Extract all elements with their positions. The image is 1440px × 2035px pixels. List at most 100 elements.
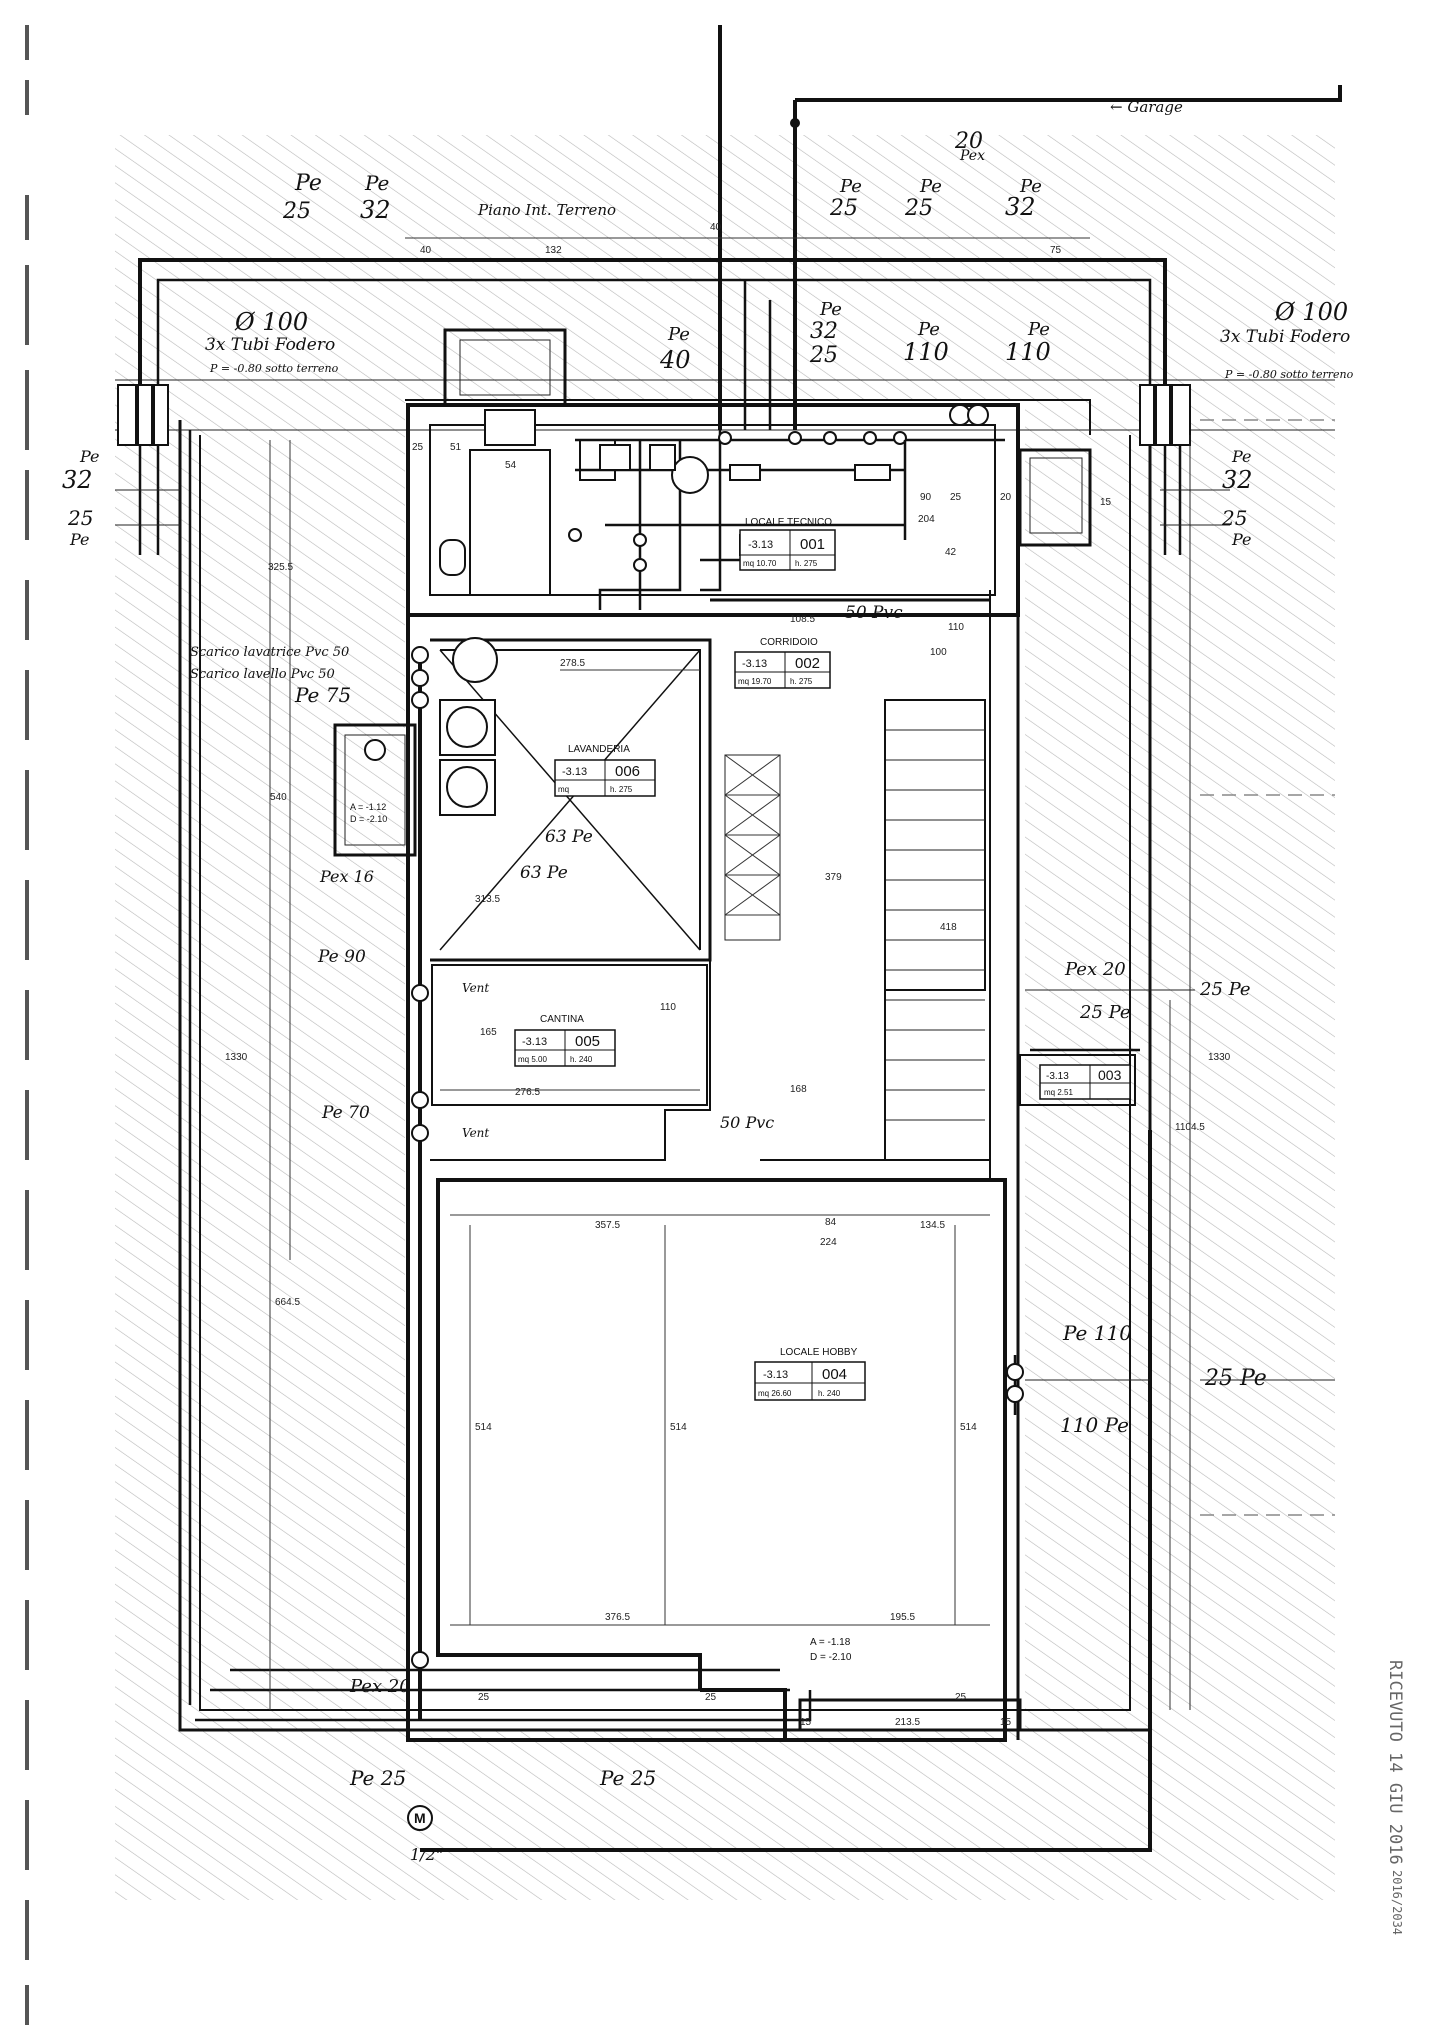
svg-text:108.5: 108.5 (790, 614, 815, 625)
pipe-label-63: 63 Pe (520, 863, 568, 883)
room-tag-technical: LOCALE TECNICO -3.13 001 mq 10.70 h. 275 (739, 517, 836, 571)
svg-text:mq 26.60: mq 26.60 (758, 1389, 792, 1398)
pipe-label-pvc-50: 50 Pvc (720, 1113, 774, 1132)
svg-text:CANTINA: CANTINA (540, 1014, 584, 1025)
pipe-label-32: 32 (810, 319, 838, 344)
pipe-label-pe-70: Pe 70 (321, 1103, 370, 1123)
sleeve-diameter-right: Ø 100 (1274, 298, 1348, 326)
svg-text:25: 25 (412, 442, 424, 453)
svg-text:664.5: 664.5 (275, 1297, 300, 1308)
pipe-label-pe-25: 25 Pe (1204, 1366, 1267, 1391)
svg-text:325.5: 325.5 (268, 562, 293, 573)
svg-text:110: 110 (948, 622, 964, 633)
svg-text:h. 240: h. 240 (570, 1055, 593, 1064)
pipe-label-25: 25 (282, 199, 311, 224)
vent-label: Vent (462, 981, 489, 995)
room-tag-corridor: CORRIDOIO -3.13 002 mq 19.70 h. 275 (734, 637, 831, 689)
svg-text:003: 003 (1098, 1067, 1122, 1083)
meter-note: 1/2" (410, 1845, 443, 1864)
room-tag-003: -3.13 003 mq 2.51 (1039, 1064, 1131, 1100)
svg-text:51: 51 (450, 442, 462, 453)
svg-text:1330: 1330 (1208, 1052, 1231, 1063)
pipe-label-pe: Pe (917, 319, 940, 340)
svg-text:25: 25 (950, 492, 962, 503)
pipe-label-25: 25 (829, 196, 858, 221)
vent-label: Vent (462, 1126, 489, 1140)
sleeve-tubes-left-label: 3x Tubi Fodero (205, 335, 335, 355)
svg-text:-3.13: -3.13 (1046, 1071, 1069, 1082)
drain-label-sink: Scarico lavello Pvc 50 (190, 667, 335, 682)
svg-text:25: 25 (955, 1692, 967, 1703)
garage-label: ← Garage (1110, 98, 1183, 116)
room-tag-hobby: LOCALE HOBBY -3.13 004 mq 26.60 h. 240 (754, 1347, 866, 1401)
pipe-label-pex: Pex (959, 148, 985, 164)
drain-label-washer: Scarico lavatrice Pvc 50 (190, 645, 349, 660)
pipe-label-32: 32 (62, 466, 93, 494)
pipe-label-pe: Pe (294, 171, 322, 196)
svg-text:LOCALE HOBBY: LOCALE HOBBY (780, 1347, 858, 1358)
svg-text:132: 132 (545, 245, 562, 256)
svg-text:-3.13: -3.13 (763, 1369, 788, 1381)
svg-text:213.5: 213.5 (895, 1717, 920, 1728)
svg-text:514: 514 (670, 1422, 687, 1433)
svg-text:mq: mq (558, 785, 569, 794)
received-stamp: RICEVUTO 14 GIU 2016 2016/2034 (1385, 1660, 1405, 1935)
svg-text:15: 15 (1100, 497, 1112, 508)
sleeve-diameter-left: Ø 100 (234, 308, 308, 336)
pipe-label-pex-16: Pex 16 (319, 867, 374, 886)
floor-label: Piano Int. Terreno (477, 201, 616, 219)
svg-text:h. 275: h. 275 (790, 677, 813, 686)
pipe-label-25: 25 (67, 506, 93, 530)
side-stubs (115, 445, 1230, 555)
pipe-label-pe-25: Pe 25 (599, 1766, 656, 1790)
dimension-lines (269, 237, 1171, 1710)
svg-text:110: 110 (660, 1002, 676, 1013)
svg-text:2016/2034: 2016/2034 (1390, 1870, 1404, 1935)
pipe-label-25: 25 (904, 196, 933, 221)
pipe-label-pe: Pe (919, 176, 942, 197)
svg-text:RICEVUTO 14 GIU 2016: RICEVUTO 14 GIU 2016 (1385, 1660, 1405, 1865)
svg-text:h. 240: h. 240 (818, 1389, 841, 1398)
svg-text:002: 002 (795, 655, 820, 672)
svg-text:-3.13: -3.13 (522, 1036, 547, 1048)
dimension-texts: 40 132 40 75 25 51 54 90 25 20 15 204 42… (225, 222, 1231, 1728)
level-notes: A = -1.18 D = -2.10 A = -1.12 D = -2.10 (350, 802, 852, 1663)
svg-text:40: 40 (420, 245, 432, 256)
svg-text:134.5: 134.5 (920, 1220, 945, 1231)
pipe-label-pe-25: 25 Pe (1199, 979, 1251, 1000)
pipe-label-pe: Pe (819, 299, 842, 320)
pipe-label-pe-110: 110 Pe (1060, 1413, 1129, 1437)
pipe-label-pe: Pe (69, 530, 90, 549)
svg-text:418: 418 (940, 922, 957, 933)
svg-text:LAVANDERIA: LAVANDERIA (568, 744, 630, 755)
pipe-label-pe: Pe (79, 447, 100, 466)
building-footprint (405, 400, 1025, 1730)
pipe-label-40: 40 (659, 346, 691, 374)
svg-text:-3.13: -3.13 (742, 658, 767, 670)
svg-text:540: 540 (270, 792, 287, 803)
pipe-label-pe: Pe (1231, 447, 1252, 466)
pipe-label-110: 110 (1005, 338, 1051, 366)
svg-text:001: 001 (800, 536, 825, 553)
sleeve-depth-right: P = -0.80 sotto terreno (1224, 368, 1354, 381)
svg-text:mq 19.70: mq 19.70 (738, 677, 772, 686)
pipe-label-pe: Pe (839, 176, 862, 197)
pipe-labels: Pe 25 Pe 32 Piano Int. Terreno ← Garage … (62, 98, 1354, 1864)
svg-text:224: 224 (820, 1237, 837, 1248)
svg-text:90: 90 (920, 492, 932, 503)
room-tag-laundry: LAVANDERIA -3.13 006 mq h. 275 (554, 744, 656, 797)
svg-text:75: 75 (1050, 245, 1062, 256)
sleeve-tubes-right-label: 3x Tubi Fodero (1220, 327, 1350, 347)
svg-text:514: 514 (960, 1422, 977, 1433)
svg-text:276.5: 276.5 (515, 1087, 540, 1098)
svg-text:42: 42 (945, 547, 957, 558)
pipe-label-110: 110 (903, 338, 949, 366)
svg-text:mq 2.51: mq 2.51 (1044, 1088, 1073, 1097)
drain-pipes-right (1006, 435, 1335, 1710)
pipe-label-pe: Pe (364, 171, 389, 195)
pipe-label-pvc-50: 50 Pvc (845, 603, 903, 623)
laundry-fixtures (333, 637, 498, 857)
pipe-label-pe-25: Pe 25 (349, 1766, 406, 1790)
pipe-label-32: 32 (360, 196, 391, 224)
